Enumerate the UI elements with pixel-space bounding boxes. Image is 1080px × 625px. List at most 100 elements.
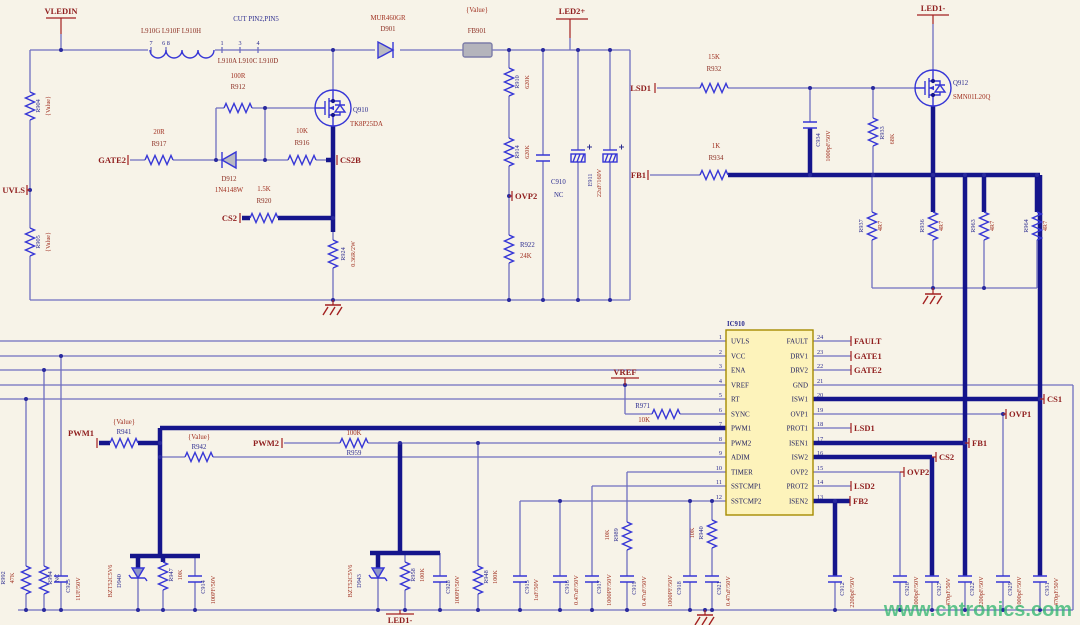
r910-ref: R910	[514, 75, 521, 88]
ic-pin-num: 2	[719, 349, 722, 356]
r934-value: 1K	[712, 143, 720, 150]
r940-value: 10K	[689, 527, 696, 538]
r910-value: 620K	[524, 75, 531, 89]
c934-ref: C934	[815, 133, 822, 146]
c918-ref: C918	[676, 581, 683, 594]
net-gate1: GATE1	[854, 351, 882, 361]
r932-value: 15K	[708, 54, 720, 61]
ic-pin-num: 23	[817, 349, 823, 356]
c917-ref: C917	[596, 580, 603, 593]
ic-pin-name: ISEN1	[789, 440, 809, 448]
net-labels: VLEDIN UVLS GATE2 CS2 CS2B OVP2 LED2+ LS…	[2, 3, 1062, 625]
resistor-r992	[20, 565, 32, 595]
resistor-r936	[927, 211, 939, 241]
ic-pin-name: PROT1	[787, 425, 809, 433]
capacitor-c912	[827, 575, 843, 583]
net-uvls: UVLS	[2, 185, 25, 195]
net-led1-bottom: LED1-	[388, 615, 413, 625]
ic-pin-name: FAULT	[787, 338, 809, 346]
r958-value: 100K	[419, 568, 426, 582]
d901-ref: D901	[380, 26, 395, 33]
r920-ref: R920	[257, 198, 272, 205]
ic-pin-num: 10	[716, 465, 722, 472]
d901-value: MUR460GR	[370, 15, 406, 22]
ic-pin-num: 7	[719, 421, 722, 428]
component-labels: L910G L910F L910H CUT PIN2,PIN5 L910A L9…	[0, 7, 1060, 608]
r941-value: {Value}	[113, 419, 135, 426]
ic-pin-name: RT	[731, 396, 740, 404]
c914-value: 100PF/50V	[210, 575, 217, 604]
c915-ref: C915	[524, 580, 531, 593]
d943-value: BZT52C5V6	[347, 565, 354, 598]
net-fb2: FB2	[853, 496, 868, 506]
ferrite-bead-fb901	[462, 42, 493, 58]
c916-value: 0.47uF/50V	[573, 575, 580, 605]
ic-pin-num: 5	[719, 392, 722, 399]
ic-pin-num: 8	[719, 436, 722, 443]
c910-ref: C910	[551, 179, 566, 186]
r916-ref: R916	[295, 140, 310, 147]
r959-ref: R959	[347, 450, 362, 457]
c923-value: 1UF/50V	[75, 577, 82, 601]
mosfet-q912	[914, 69, 952, 107]
r942-ref: R942	[192, 444, 207, 451]
junction-dots	[24, 48, 1043, 612]
ic-pin-name: GND	[793, 382, 808, 390]
r971-value: 10K	[638, 417, 650, 424]
r916-value: 10K	[296, 128, 308, 135]
r989-ref: R989	[613, 528, 620, 541]
ic-pin-name: PWM2	[731, 440, 752, 448]
c912-ref: C912	[839, 582, 846, 595]
ic-pin-num: 20	[817, 392, 823, 399]
ic-pin-name: PROT2	[787, 483, 809, 491]
ic-pin-num: 17	[817, 436, 823, 443]
l910-pin68: 6 8	[162, 40, 170, 47]
r933-value: 68K	[889, 133, 896, 144]
mosfet-q910	[314, 89, 352, 127]
ic-pin-name: ISW1	[792, 396, 809, 404]
ic-pin-name: SSTCMP2	[731, 498, 762, 506]
l910-top-label: L910G L910F L910H	[141, 28, 201, 35]
c927-ref: C927	[936, 582, 943, 595]
e911-value: 22uF/160V	[596, 168, 603, 197]
capacitor-c918	[682, 575, 698, 583]
net-ovp2-top: OVP2	[515, 191, 537, 201]
r964-value: 4R7	[1042, 221, 1049, 231]
ic-pin-name: PWM1	[731, 425, 752, 433]
diode-d912	[221, 151, 237, 169]
ic-pin-num: 19	[817, 407, 823, 414]
r904-ref: R904	[35, 99, 42, 112]
r933-ref: R933	[879, 126, 886, 139]
c928-ref: C928	[445, 580, 452, 593]
r958-ref: R958	[410, 568, 417, 581]
ic-pin-name: ISEN2	[789, 498, 809, 506]
resistor-r917	[144, 154, 174, 166]
resistor-r971	[651, 408, 681, 420]
c921-ref: C921	[716, 581, 723, 594]
resistor-r948	[472, 565, 484, 595]
r924-value: 0.36R/2W	[350, 241, 357, 267]
resistor-r963	[978, 211, 990, 241]
r914-ref: R914	[514, 145, 521, 158]
r947-value: 10K	[177, 569, 184, 580]
capacitor-c927	[924, 575, 940, 583]
ic-pin-num: 3	[719, 363, 722, 370]
r992-ref: R992	[0, 571, 7, 584]
ic-pin-name: TIMER	[731, 469, 753, 477]
ic-pin-num: 1	[719, 334, 722, 341]
c931-value: 470pF/50V	[1053, 577, 1060, 606]
c917-value: 1000PF/50V	[606, 574, 613, 606]
net-fault: FAULT	[854, 336, 882, 346]
d940-value: BZT52C5V6	[107, 565, 114, 598]
c919-value: 0.47uF/50V	[641, 576, 648, 606]
resistor-r942	[184, 451, 214, 463]
c918-value: 1000PF/50V	[667, 575, 674, 607]
diode-d901	[377, 41, 394, 59]
net-ovp2-ic: OVP2	[907, 467, 929, 477]
c926-ref: C926	[904, 582, 911, 595]
resistor-r958	[399, 561, 411, 591]
d943-ref: D943	[356, 574, 363, 588]
resistor-r934	[699, 169, 729, 181]
r917-value: 20R	[153, 129, 165, 136]
